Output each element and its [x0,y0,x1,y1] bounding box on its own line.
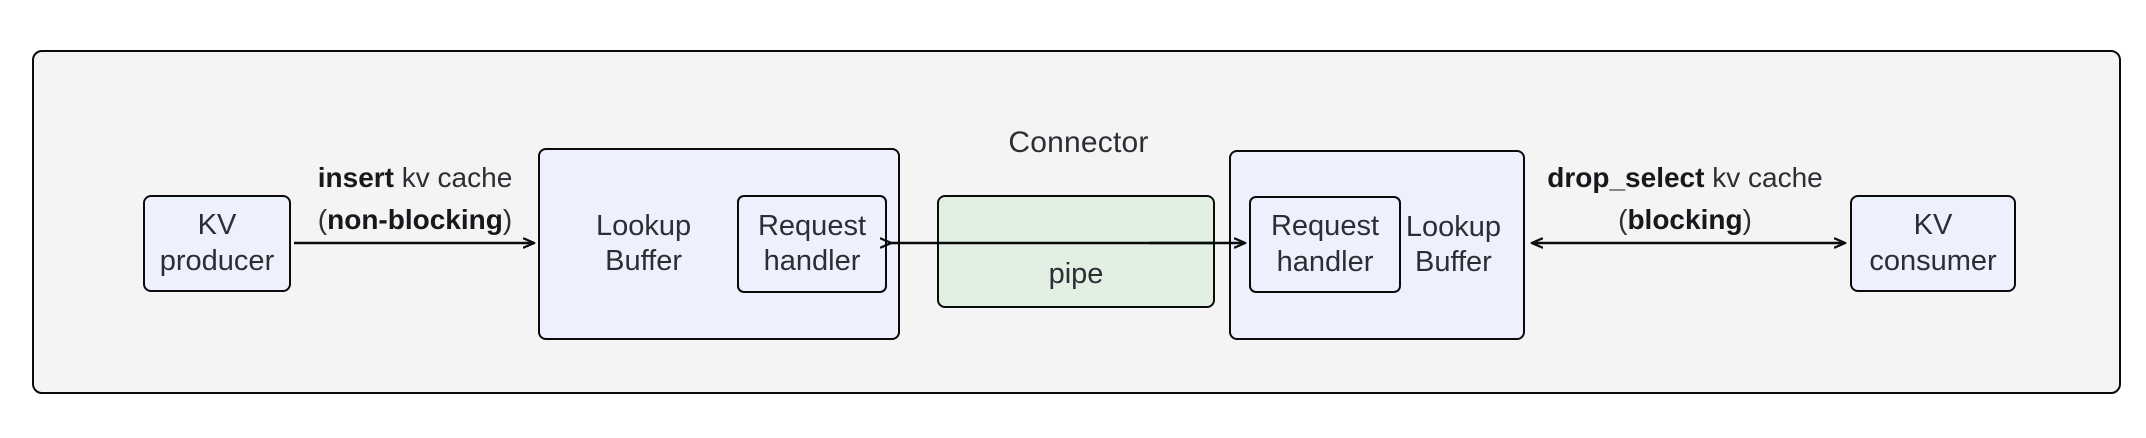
node-pipe[interactable]: pipe [937,195,1215,308]
edge-label-drop-select-line1: drop_select kv cache [1515,157,1855,199]
edge-label-insert-rest: kv cache [393,162,513,193]
edge-label-insert-paren-open: ( [317,204,328,235]
node-kv-producer-label: KV producer [159,209,275,277]
edge-label-insert: insert kv cache (non-blocking) [230,157,600,241]
edge-label-insert-keyword: insert [317,162,394,193]
edge-label-drop-select-keyword: drop_select [1547,162,1705,193]
edge-label-drop-select-paren-open: ( [1618,204,1628,235]
node-lookup-buffer-right-label: Lookup Buffer [1405,210,1501,278]
node-request-handler-right-label: Request handler [1270,210,1379,278]
edge-label-drop-select-mode: blocking [1627,204,1743,235]
edge-label-insert-paren-close: ) [502,204,513,235]
node-kv-consumer[interactable]: KV consumer [1850,195,2016,292]
node-request-handler-right[interactable]: Request handler [1249,196,1401,293]
edge-label-drop-select-line2: (blocking) [1515,199,1855,241]
node-request-handler-left-label: Request handler [757,209,866,277]
connector-title: Connector [1008,126,1149,159]
node-pipe-label: pipe [1048,257,1104,290]
edge-label-drop-select-paren-close: ) [1742,204,1752,235]
node-lookup-buffer-left-label: Lookup Buffer [596,209,692,277]
edge-label-insert-line2: (non-blocking) [230,199,600,241]
edge-label-insert-line1: insert kv cache [230,157,600,199]
node-kv-consumer-label: KV consumer [1869,209,1997,277]
edge-label-drop-select: drop_select kv cache (blocking) [1515,157,1855,241]
node-request-handler-left[interactable]: Request handler [737,195,887,293]
node-kv-producer[interactable]: KV producer [143,195,291,292]
edge-label-insert-mode: non-blocking [327,204,503,235]
edge-label-drop-select-rest: kv cache [1704,162,1823,193]
